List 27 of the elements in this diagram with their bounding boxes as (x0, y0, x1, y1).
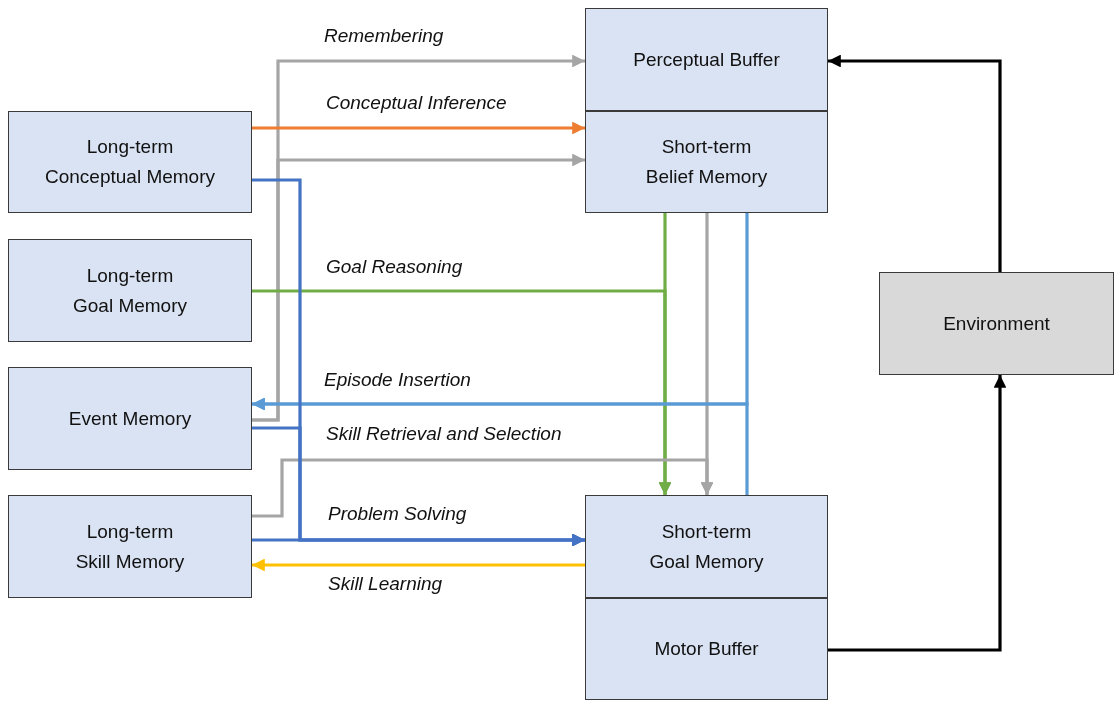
arrow (252, 458, 714, 518)
memory-box (8, 111, 252, 213)
arrow (828, 54, 1002, 272)
arrow (252, 213, 749, 411)
environment-box (879, 272, 1114, 375)
node-label: Long-term Conceptual Memory (44, 135, 216, 189)
node-label: Event Memory (68, 406, 192, 431)
arrow (252, 558, 585, 572)
node-label: Motor Buffer (654, 637, 759, 661)
arrow (252, 121, 585, 135)
arrow (252, 153, 585, 422)
node-label: Perceptual Buffer (633, 47, 780, 72)
memory-box (585, 598, 828, 700)
memory-box (585, 495, 828, 598)
arrow (828, 375, 1007, 652)
memory-box (585, 8, 828, 111)
memory-box (8, 367, 252, 470)
node-label: Short-term Belief Memory (644, 135, 769, 189)
node-label: Long-term Goal Memory (72, 263, 188, 318)
node-label: Long-term Skill Memory (74, 519, 186, 574)
node-label: Environment (943, 311, 1050, 336)
arrow (252, 533, 585, 547)
memory-box (8, 239, 252, 342)
arrow (658, 213, 672, 495)
memory-box (8, 495, 252, 598)
node-label: Short-term Goal Memory (648, 519, 765, 574)
memory-box (585, 111, 828, 213)
